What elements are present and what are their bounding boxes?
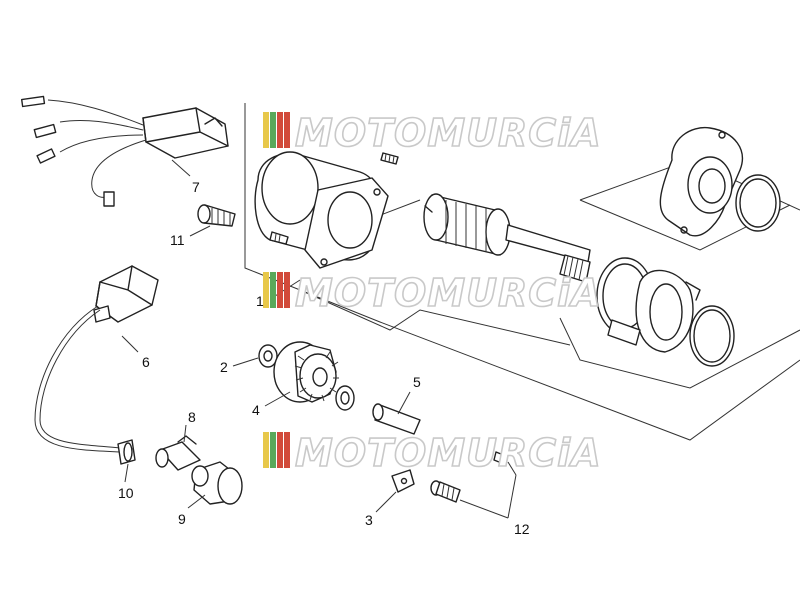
watermark-text: MOTOMURCiA bbox=[295, 111, 602, 155]
shaft-part-5 bbox=[372, 403, 421, 435]
ignition-coil-part-6 bbox=[34, 265, 159, 465]
watermark-middle: MOTOMURCiA bbox=[263, 270, 602, 316]
callout-1: 1 bbox=[256, 293, 264, 309]
clip-part-3 bbox=[391, 469, 415, 493]
bolt-part-12 bbox=[430, 451, 507, 503]
leader-lines bbox=[121, 159, 517, 519]
callout-8: 8 bbox=[188, 409, 196, 425]
housing-bolts bbox=[269, 152, 399, 245]
callout-5: 5 bbox=[413, 374, 421, 390]
screw-part-11 bbox=[197, 204, 236, 227]
washer-small bbox=[335, 385, 355, 411]
watermark-top: MOTOMURCiA bbox=[263, 110, 602, 156]
cdi-unit-part-7 bbox=[20, 95, 229, 207]
callout-6: 6 bbox=[142, 354, 150, 370]
watermark-text: MOTOMURCiA bbox=[295, 431, 602, 475]
watermark-text: MOTOMURCiA bbox=[295, 271, 602, 315]
starter-gear-part-4 bbox=[273, 341, 339, 403]
callout-3: 3 bbox=[365, 512, 373, 528]
callout-9: 9 bbox=[178, 511, 186, 527]
callout-4: 4 bbox=[252, 402, 260, 418]
callout-10: 10 bbox=[118, 485, 134, 501]
armature bbox=[423, 193, 591, 283]
starter-motor-housing bbox=[254, 151, 389, 269]
callout-12: 12 bbox=[514, 521, 530, 537]
end-cover bbox=[659, 126, 781, 237]
watermark-bottom: MOTOMURCiA bbox=[263, 430, 602, 476]
washer-part-2 bbox=[258, 344, 278, 368]
callout-2: 2 bbox=[220, 359, 228, 375]
plug-cap-part-9 bbox=[191, 461, 243, 505]
plug-cap-part-8 bbox=[155, 435, 201, 471]
callout-labels: 1 2 3 4 5 6 7 8 9 10 11 12 bbox=[118, 179, 530, 537]
brush-holder bbox=[596, 257, 735, 367]
callout-7: 7 bbox=[192, 179, 200, 195]
callout-11: 11 bbox=[170, 232, 185, 248]
